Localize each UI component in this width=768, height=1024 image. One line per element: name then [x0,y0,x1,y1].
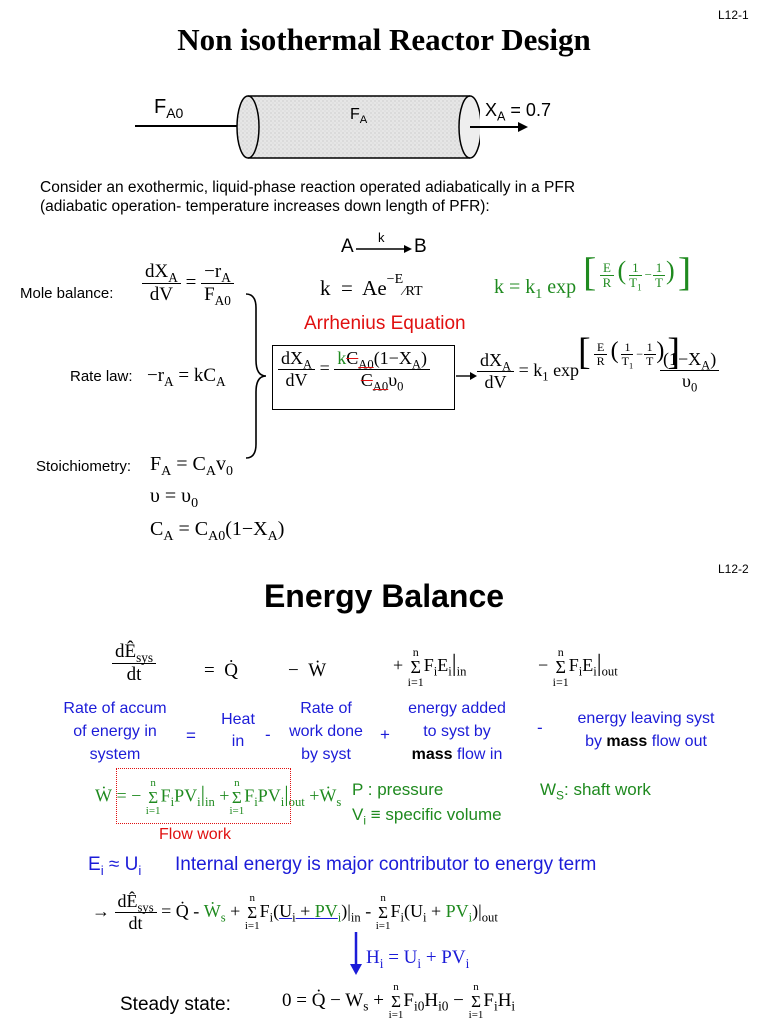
specific-volume-definition: Vi ≡ specific volume [352,805,502,828]
inlet-flow-label: FA0 [154,96,184,121]
stoich-eq-3: CA = CA0(1−XA) [150,518,285,544]
rate-law-equation: −rA = kCA [147,365,226,389]
internal-energy-text: Internal energy is major contributor to … [175,854,597,875]
page-label-1: L12-1 [718,8,749,22]
reaction-k: k [378,230,385,245]
stoich-eq-1: FA = CAv0 [150,453,233,479]
implies-arrow [456,372,477,380]
desc-equals: = [186,726,196,745]
desc-minus-1: - [265,725,271,744]
stoichiometry-label: Stoichiometry: [36,458,132,475]
reaction-lhs: A [341,236,354,257]
desc-plus: + [380,725,390,744]
energy-balance-q: = Q̇ [204,660,238,681]
outlet-conversion-label: XA = 0.7 [485,100,551,124]
flow-work-box [116,768,291,824]
reactor-flow-label: FA [350,106,368,127]
flow-work-label: Flow work [159,826,232,843]
outlet-arrow-line [470,122,528,132]
k-temperature-expression: k = k1 exp [494,276,577,302]
pressure-definition: P : pressure [352,780,444,799]
shaft-work-definition: WS: shaft work [540,780,651,803]
arrhenius-label: Arrhenius Equation [304,313,466,334]
energy-balance-w: − Ẇ [288,660,327,681]
mole-balance-label: Mole balance: [20,285,114,302]
internal-energy-approx: Ei ≈ Ui [88,854,142,878]
final-conversion-fraction: (1−XA)υ0 [660,349,720,394]
grouping-brace [245,293,267,459]
rate-law-label: Rate law: [70,368,133,385]
steady-state-label: Steady state: [120,994,231,1015]
page-label-2: L12-2 [718,562,749,576]
intro-line-1: Consider an exothermic, liquid-phase rea… [40,179,576,196]
reaction-arrow [356,245,412,253]
intro-line-2: (adiabatic operation- temperature increa… [40,198,490,215]
enthalpy-arrow [350,932,362,975]
combined-equation-box [272,345,455,410]
reaction-rhs: B [414,236,427,257]
stoich-eq-2: υ = υ0 [150,485,199,511]
desc-minus-2: - [537,718,543,737]
arrhenius-equation: k = Ae−E⁄RT [320,272,423,301]
page-title-2: Energy Balance [263,578,505,614]
enthalpy-definition: Hi = Ui + PVi [366,947,470,971]
pfr-reactor-diagram [135,95,480,159]
page-title-1: Non isothermal Reactor Design [177,22,591,57]
